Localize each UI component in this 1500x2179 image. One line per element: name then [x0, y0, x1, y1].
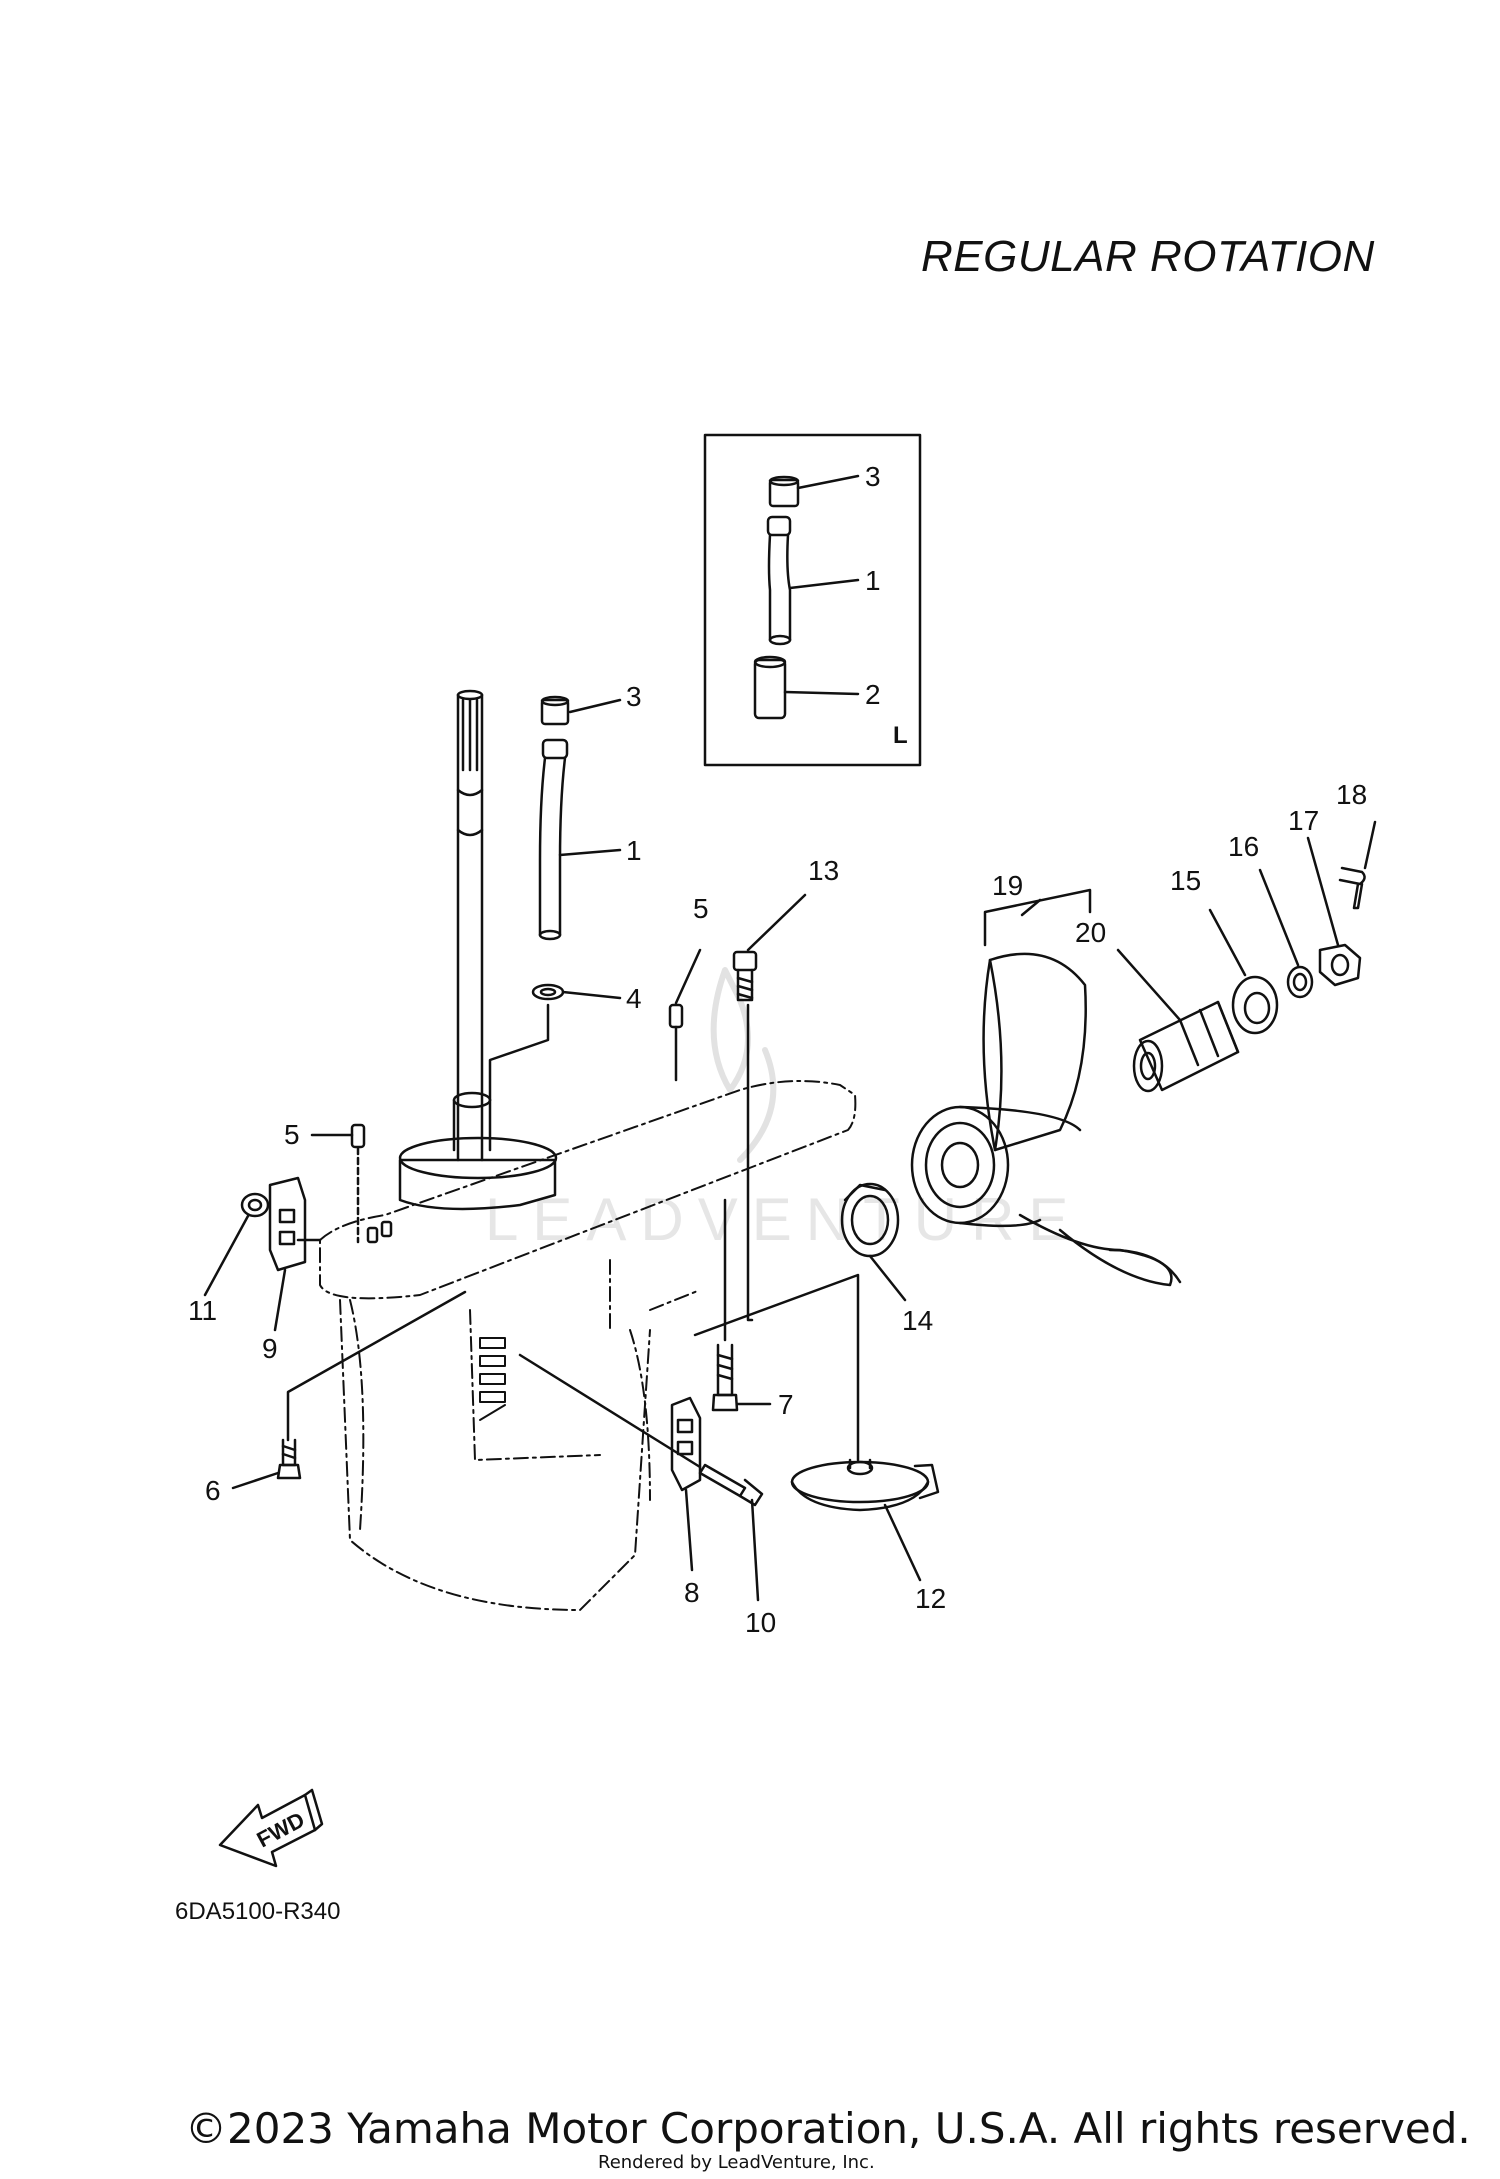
callout-1: 1 — [626, 835, 642, 866]
drawing-code: 6DA5100-R340 — [175, 1898, 341, 1925]
cotter-pin — [1338, 866, 1366, 910]
callout-inset-1: 1 — [865, 565, 881, 596]
leader-line — [693, 1273, 860, 1462]
propeller — [910, 952, 1182, 1287]
callout-4: 4 — [626, 983, 642, 1014]
trim-tab — [790, 1458, 940, 1512]
washer — [1231, 975, 1279, 1035]
callout-5-lower: 5 — [284, 1119, 300, 1150]
dowel-pin — [350, 1003, 684, 1149]
copyright-notice: ©2023 Yamaha Motor Corporation, U.S.A. A… — [185, 2104, 1471, 2153]
bolt — [711, 1343, 739, 1412]
callout-12: 12 — [915, 1583, 946, 1614]
leader-line — [488, 1003, 550, 1102]
callout-17: 17 — [1288, 805, 1319, 836]
bolt — [276, 1438, 302, 1480]
leader-line — [1306, 836, 1340, 947]
callout-9: 9 — [262, 1333, 278, 1364]
leader-line — [203, 1214, 250, 1297]
housing-top-deck — [366, 1091, 558, 1244]
leader-line — [750, 1498, 760, 1602]
callout-6: 6 — [205, 1475, 221, 1506]
leader-line — [1363, 820, 1377, 870]
inset-box — [703, 433, 922, 767]
prop-nut — [1318, 943, 1362, 987]
callout-11: 11 — [188, 1295, 217, 1326]
diagram-title: REGULAR ROTATION — [921, 232, 1375, 281]
screw — [698, 1463, 764, 1507]
leader-line — [674, 948, 702, 1005]
vent-slots — [479, 1337, 506, 1421]
leader-line — [231, 1471, 280, 1490]
leader-line — [1116, 948, 1182, 1022]
callout-7: 7 — [778, 1389, 794, 1420]
drive-shaft — [456, 689, 484, 1162]
callout-14: 14 — [902, 1305, 933, 1336]
callout-3: 3 — [626, 681, 642, 712]
callout-8: 8 — [684, 1577, 700, 1608]
leader-line — [868, 1254, 907, 1302]
leader-line — [883, 1503, 922, 1582]
fwd-arrow: FWD — [218, 1788, 324, 1868]
anode-bracket — [268, 1176, 322, 1272]
anode — [670, 1396, 702, 1492]
leader-line — [788, 578, 860, 590]
inset-water-tube — [766, 515, 792, 646]
bolt — [732, 950, 758, 1002]
watermark-flame — [710, 967, 777, 1163]
leader-line — [783, 690, 860, 696]
leader-line — [746, 893, 807, 952]
leader-line — [746, 1003, 754, 1322]
inset-grommet — [753, 655, 787, 720]
callout-inset-2: 2 — [865, 679, 881, 710]
leader-line — [273, 1268, 287, 1332]
leader-line — [796, 474, 860, 490]
thrust-holder — [840, 1182, 900, 1258]
lower-casing — [319, 1080, 857, 1611]
washer — [1286, 965, 1314, 999]
callout-20: 20 — [1075, 917, 1106, 948]
leader-line — [518, 1353, 702, 1469]
inset-drain-cap — [768, 475, 800, 508]
inset-label: L — [893, 722, 908, 749]
callout-16: 16 — [1228, 831, 1259, 862]
callout-10: 10 — [745, 1607, 776, 1638]
nut — [240, 1192, 270, 1218]
leader-line — [558, 848, 622, 857]
leader-line — [568, 698, 622, 714]
leader-line — [286, 1290, 467, 1442]
callout-15: 15 — [1170, 865, 1201, 896]
callout-19: 19 — [992, 870, 1023, 901]
callout-13: 13 — [808, 855, 839, 886]
water-tube — [531, 695, 570, 1001]
callout-5-upper: 5 — [693, 893, 709, 924]
callout-inset-3: 3 — [865, 461, 881, 492]
leader-line — [684, 1488, 694, 1572]
leader-line — [1258, 868, 1300, 967]
rendered-by-notice: Rendered by LeadVenture, Inc. — [598, 2152, 875, 2173]
watermark-text: LEADVENTURE — [485, 1186, 1082, 1253]
leader-line — [561, 990, 622, 1000]
leader-line — [1208, 908, 1247, 977]
callout-18: 18 — [1336, 779, 1367, 810]
leader-line — [1020, 898, 1042, 917]
spacer — [1132, 1000, 1240, 1093]
